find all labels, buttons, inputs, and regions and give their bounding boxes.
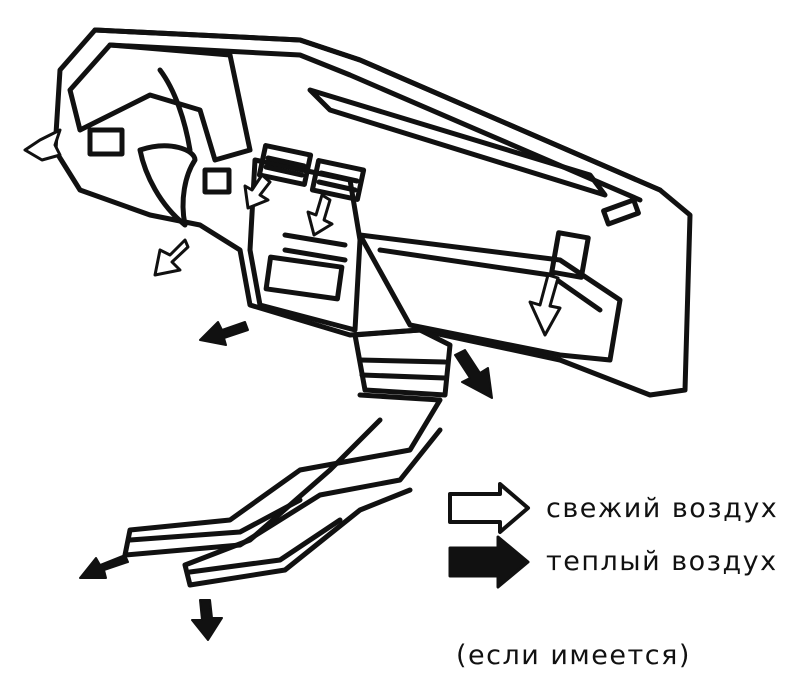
legend-warm-air-icon bbox=[448, 535, 530, 589]
fresh-air-arrow-center-right bbox=[306, 193, 334, 237]
center-vent-right bbox=[309, 158, 367, 202]
side-vent-right bbox=[549, 230, 591, 280]
glove-box-panel bbox=[357, 232, 623, 363]
instrument-cluster-hood bbox=[67, 42, 253, 163]
rear-floor-duct-left bbox=[122, 392, 443, 558]
fresh-air-arrow-steering bbox=[153, 238, 190, 277]
dashboard-top-ridge bbox=[92, 27, 663, 193]
warm-air-arrow-front-right bbox=[454, 349, 493, 399]
fresh-air-arrow-center-left bbox=[243, 173, 272, 210]
side-vent-far-right bbox=[601, 197, 641, 227]
footnote: (если имеется) bbox=[456, 640, 691, 671]
defroster-slot bbox=[307, 87, 608, 198]
fresh-air-arrow-left-vent bbox=[23, 128, 62, 162]
warm-air-arrow-front-left bbox=[199, 321, 249, 346]
switch-block bbox=[202, 167, 232, 195]
legend-fresh-air-label: свежий воздух bbox=[546, 493, 779, 524]
legend-warm-air-label: теплый воздух bbox=[546, 546, 778, 577]
heater-unit bbox=[352, 327, 453, 398]
legend-fresh-air-icon bbox=[448, 482, 530, 534]
warm-air-arrow-rear-right bbox=[191, 599, 223, 641]
rear-floor-duct-right bbox=[182, 417, 413, 588]
radio-slot bbox=[263, 254, 345, 302]
center-vent-left bbox=[256, 143, 314, 187]
warm-air-arrow-rear-left bbox=[79, 554, 129, 579]
side-vent-left bbox=[87, 127, 125, 157]
fresh-air-arrow-side bbox=[528, 273, 562, 337]
steering-column-opening bbox=[137, 143, 198, 228]
